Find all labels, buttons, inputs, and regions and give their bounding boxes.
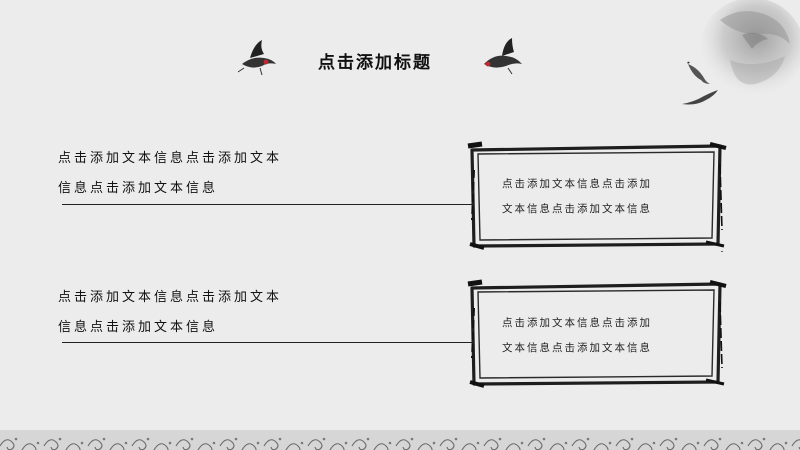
wave-pattern-decoration (0, 430, 800, 450)
left-text-line: 信息点击添加文本信息 (58, 181, 219, 196)
frame-text-line: 文本信息点击添加文本信息 (502, 342, 652, 354)
left-text-line: 点击添加文本信息点击添加文本 (58, 151, 283, 166)
ink-scroll-frame (467, 279, 727, 388)
left-text-block-2: 点击添加文本信息点击添加文本 信息点击添加文本信息 (58, 283, 282, 343)
left-text-line: 点击添加文本信息点击添加文本 (58, 290, 283, 305)
ink-wash-decoration (700, 0, 800, 98)
koi-fish-icon (682, 90, 718, 105)
connector-line (62, 204, 472, 205)
frame-text-line: 点击添加文本信息点击添加 (502, 317, 652, 329)
frame-text-line: 文本信息点击添加文本信息 (502, 203, 652, 215)
crane-bird-icon (237, 40, 276, 76)
frame-text-block-1: 点击添加文本信息点击添加 文本信息点击添加文本信息 (502, 172, 652, 222)
crane-bird-icon (484, 38, 522, 75)
ink-scroll-frame (467, 141, 727, 252)
frame-text-line: 点击添加文本信息点击添加 (502, 178, 652, 190)
frame-text-block-2: 点击添加文本信息点击添加 文本信息点击添加文本信息 (502, 311, 652, 361)
connector-line (62, 342, 472, 343)
koi-fish-icon (687, 61, 710, 84)
left-text-block-1: 点击添加文本信息点击添加文本 信息点击添加文本信息 (58, 144, 282, 204)
left-text-line: 信息点击添加文本信息 (58, 320, 219, 335)
page-title: 点击添加标题 (318, 53, 432, 73)
